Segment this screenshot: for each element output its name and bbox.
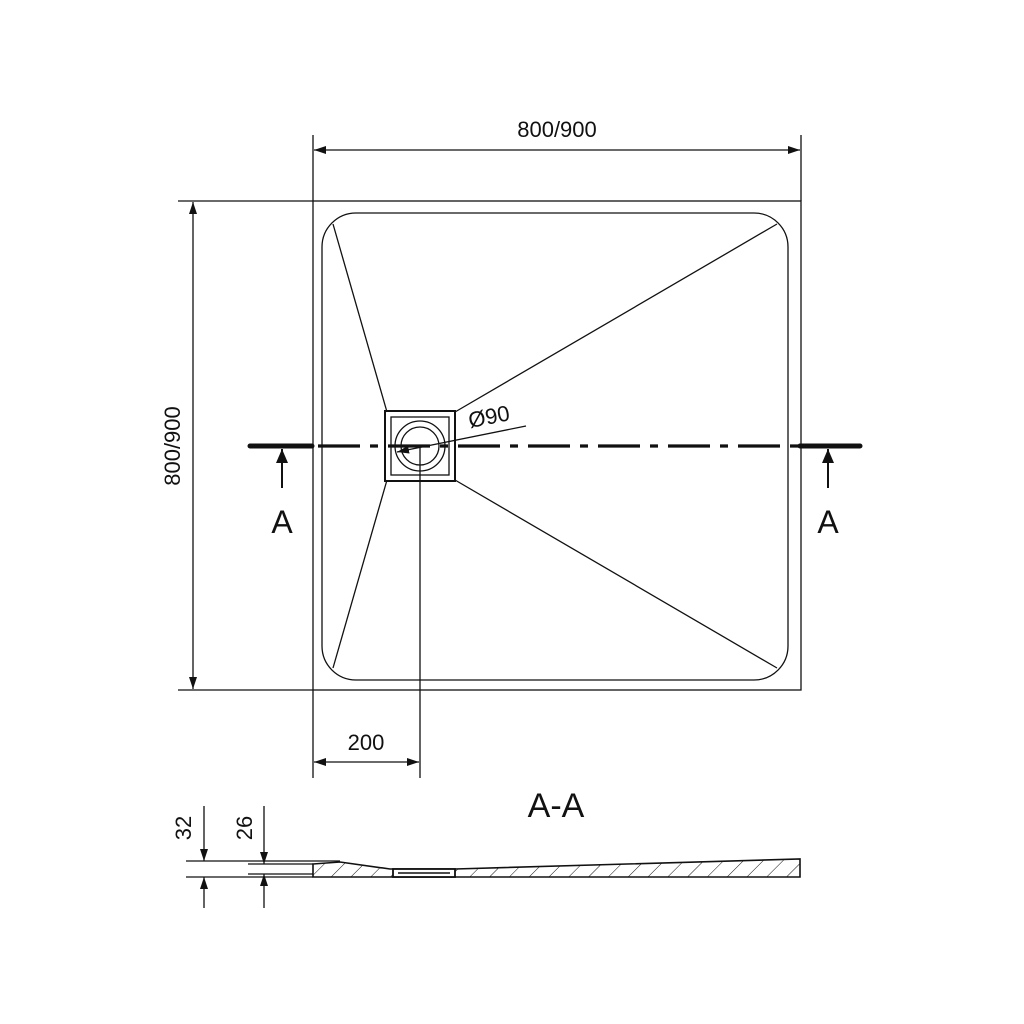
section-title: A-A	[528, 787, 585, 825]
diameter-leader	[396, 425, 527, 454]
plan-view: A A Ø90	[247, 200, 863, 691]
total-thickness-label: 32	[171, 816, 196, 840]
height-dimension: 800/900	[160, 200, 313, 691]
section-marker-left: A	[271, 504, 293, 540]
height-label: 800/900	[160, 406, 185, 486]
drain-diameter-label: Ø90	[466, 400, 512, 432]
total-thickness-dimension: 32	[171, 806, 208, 908]
slope-line	[454, 479, 778, 669]
drain-offset-dimension: 200	[312, 446, 421, 778]
tray-section-body	[312, 858, 801, 878]
drain-offset-label: 200	[348, 730, 385, 755]
slope-line	[332, 479, 388, 669]
width-label: 800/900	[517, 117, 597, 142]
section-profile: 32 26	[171, 806, 801, 908]
edge-thickness-dimension: 26	[232, 806, 268, 908]
slope-line	[454, 223, 778, 413]
slope-line	[332, 223, 388, 413]
section-marker-right: A	[817, 504, 839, 540]
width-dimension: 800/900	[312, 117, 802, 201]
edge-thickness-label: 26	[232, 816, 257, 840]
